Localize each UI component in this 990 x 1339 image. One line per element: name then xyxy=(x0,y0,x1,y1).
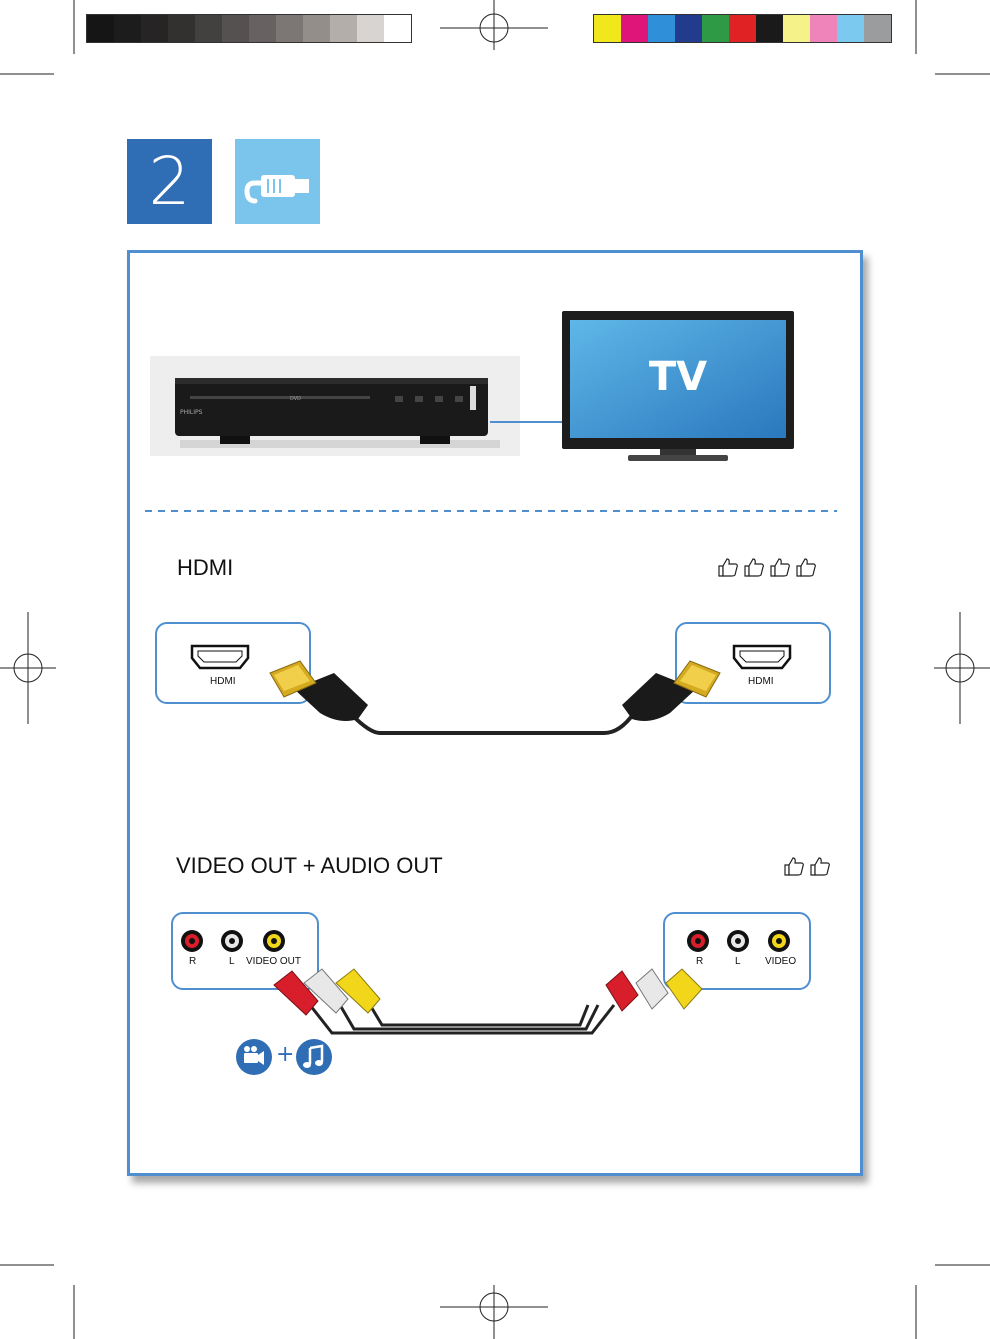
av-right-port-l: L xyxy=(735,956,741,967)
color-swatch xyxy=(702,15,729,42)
color-swatch xyxy=(648,15,675,42)
device-link-line xyxy=(490,415,570,429)
hdmi-right-label: HDMI xyxy=(748,676,774,687)
thumbs-up-icon xyxy=(783,855,805,877)
hdmi-cable xyxy=(260,655,730,745)
grayscale-calibration-bar xyxy=(86,14,412,43)
gray-swatch xyxy=(114,15,141,42)
plus-sign: + xyxy=(276,1042,294,1067)
gray-swatch xyxy=(249,15,276,42)
hdmi-rating xyxy=(717,556,817,578)
gray-swatch xyxy=(384,15,411,42)
thumbs-up-icon xyxy=(717,556,739,578)
rca-cable xyxy=(270,965,710,1045)
gray-swatch xyxy=(168,15,195,42)
color-swatch xyxy=(594,15,621,42)
av-left-port-l: L xyxy=(229,956,235,967)
dvd-player-image: DVD PHILIPS xyxy=(150,356,520,456)
color-calibration-bar xyxy=(593,14,892,43)
hdmi-section-title: HDMI xyxy=(177,555,233,581)
color-swatch xyxy=(864,15,891,42)
section-divider xyxy=(145,506,840,516)
thumbs-up-icon xyxy=(809,855,831,877)
player-brand: PHILIPS xyxy=(180,409,203,416)
av-right-port-video: VIDEO xyxy=(765,956,796,967)
tv-label: TV xyxy=(568,354,788,400)
dvd-logo: DVD xyxy=(290,396,301,402)
step-number-badge: 2 xyxy=(127,139,212,224)
hdmi-socket-right-icon xyxy=(732,642,794,672)
rca-jacks-right xyxy=(684,928,804,956)
color-swatch xyxy=(675,15,702,42)
gray-swatch xyxy=(87,15,114,42)
av-rating xyxy=(783,855,831,877)
color-swatch xyxy=(783,15,810,42)
gray-swatch xyxy=(141,15,168,42)
step-number: 2 xyxy=(149,143,191,220)
gray-swatch xyxy=(222,15,249,42)
gray-swatch xyxy=(195,15,222,42)
hdmi-socket-left-icon xyxy=(190,642,252,672)
color-swatch xyxy=(756,15,783,42)
hdmi-left-label: HDMI xyxy=(210,676,236,687)
gray-swatch xyxy=(330,15,357,42)
rca-jacks-left xyxy=(178,928,308,956)
thumbs-up-icon xyxy=(769,556,791,578)
gray-swatch xyxy=(276,15,303,42)
thumbs-up-icon xyxy=(743,556,765,578)
music-note-icon xyxy=(295,1038,333,1076)
color-swatch xyxy=(810,15,837,42)
cable-plug-icon xyxy=(235,139,320,224)
gray-swatch xyxy=(357,15,384,42)
color-swatch xyxy=(621,15,648,42)
connection-icon-badge xyxy=(235,139,320,224)
thumbs-up-icon xyxy=(795,556,817,578)
video-camera-icon xyxy=(235,1038,273,1076)
av-left-port-r: R xyxy=(189,956,196,967)
av-section-title: VIDEO OUT + AUDIO OUT xyxy=(176,853,443,879)
gray-swatch xyxy=(303,15,330,42)
color-swatch xyxy=(729,15,756,42)
color-swatch xyxy=(837,15,864,42)
